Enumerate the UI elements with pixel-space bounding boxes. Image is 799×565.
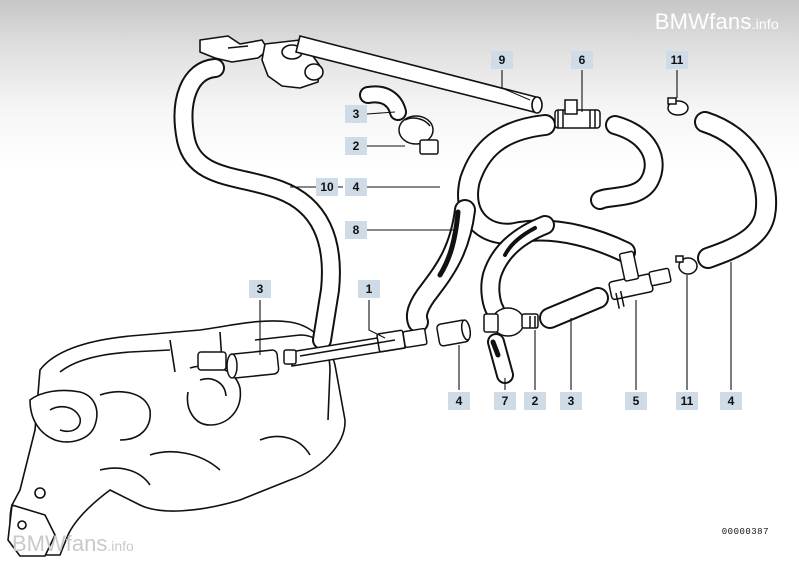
part-7-tube — [487, 333, 514, 384]
leader-lines — [259, 70, 732, 390]
part-5-t-connector — [608, 250, 672, 309]
exhaust-manifold — [7, 320, 346, 557]
part-4-hose-upper-right — [457, 114, 664, 263]
callout-part-5: 5 — [625, 392, 647, 410]
part-3-hose-top — [359, 85, 407, 121]
callout-part-2-lower: 2 — [524, 392, 546, 410]
callout-part-10: 10 — [316, 178, 338, 196]
callout-part-1: 1 — [358, 280, 380, 298]
callout-part-6: 6 — [571, 51, 593, 69]
callout-part-2-top: 2 — [345, 137, 367, 155]
part-4-hose-right — [694, 111, 778, 269]
part-hose-center — [480, 215, 555, 320]
part-2-valve-lower — [483, 307, 539, 337]
part-11-clamp-right — [675, 255, 698, 275]
callout-part-3-top: 3 — [345, 105, 367, 123]
mounting-bracket — [199, 35, 324, 89]
diagram-reference-number: 00000387 — [721, 527, 769, 537]
part-10-hose — [173, 58, 341, 350]
callout-part-4-sleeve: 4 — [448, 392, 470, 410]
part-9-pipe — [295, 35, 543, 114]
part-2-valve-top — [398, 115, 439, 155]
callout-part-4-top: 4 — [345, 178, 367, 196]
callout-part-8: 8 — [345, 221, 367, 239]
callout-part-9: 9 — [491, 51, 513, 69]
part-11-clamp-top — [667, 97, 689, 116]
callout-part-3-manifold: 3 — [249, 280, 271, 298]
callout-part-11-top: 11 — [666, 51, 688, 69]
watermark-bottom: BMWfans.info — [12, 531, 134, 556]
callout-part-7: 7 — [494, 392, 516, 410]
part-3-hose-lower — [539, 287, 609, 329]
callout-part-3-lower: 3 — [560, 392, 582, 410]
watermark-top: BMWfans.info — [654, 9, 779, 34]
part-6-t-connector — [554, 99, 601, 129]
callout-part-11-right: 11 — [676, 392, 698, 410]
part-3-sleeve-manifold — [197, 349, 297, 379]
part-8-hose — [405, 199, 476, 333]
part-4-sleeve — [436, 319, 472, 347]
callout-part-4-right: 4 — [720, 392, 742, 410]
